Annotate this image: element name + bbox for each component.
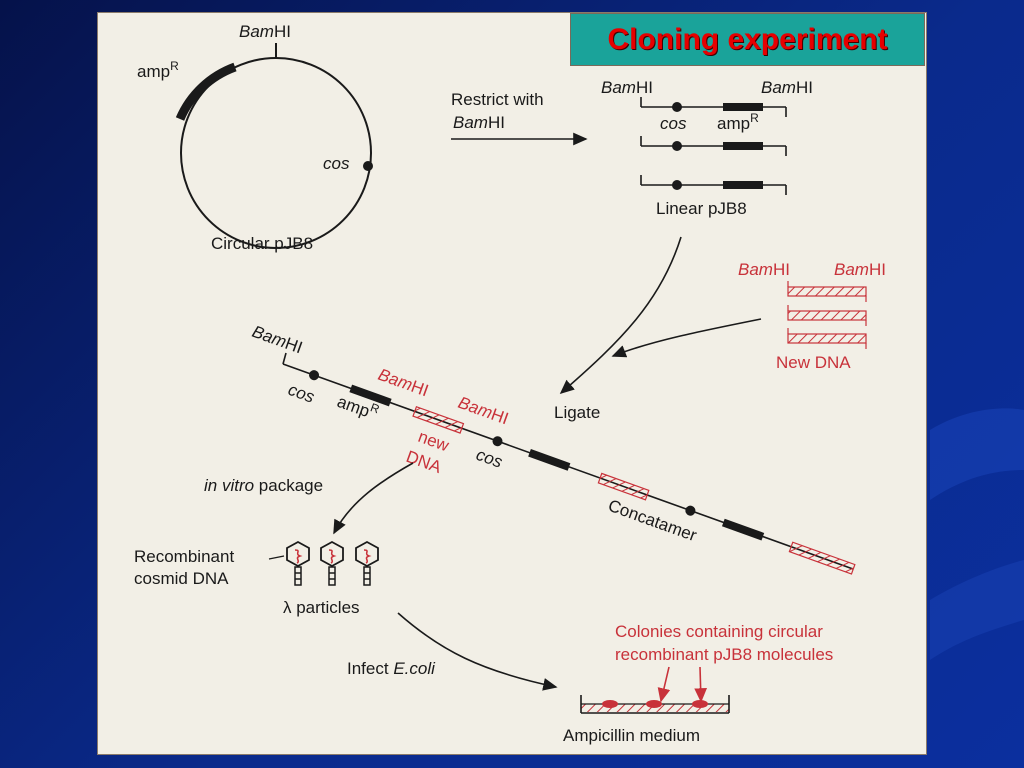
newdna-bamhi-left: BamHI [738, 260, 790, 279]
package-step: in vitro package [204, 462, 414, 535]
concatamer-newdna-1 [412, 405, 465, 434]
restrict-step: Restrict with BamHI [451, 90, 588, 146]
colonies-line2: recombinant pJB8 molecules [615, 645, 833, 664]
ligate-step: Ligate [554, 236, 762, 422]
slide-title-box: Cloning experiment [570, 13, 925, 66]
linear-strand-1 [640, 97, 787, 117]
new-dna-caption: New DNA [776, 353, 851, 372]
colony-3 [692, 700, 708, 708]
circle-bamhi-label: BamHI [239, 22, 291, 41]
amp-gene-marker [175, 62, 237, 121]
linear-caption: Linear pJB8 [656, 199, 747, 218]
concatamer-newdna-2 [597, 472, 650, 501]
concatamer-newdna-3 [788, 541, 856, 575]
ligate-label: Ligate [554, 403, 600, 422]
newdna-bamhi-right: BamHI [834, 260, 886, 279]
new-dna-fragment-1 [787, 281, 867, 302]
ampicillin-caption: Ampicillin medium [563, 726, 700, 745]
phage-particle-3 [355, 540, 379, 586]
concatamer-amp-1 [349, 384, 392, 407]
concatamer-cos-1 [309, 370, 320, 381]
linear-amp-label: ampR [717, 111, 759, 133]
new-dna-fragment-3 [787, 328, 867, 349]
infect-label: Infect E.coli [347, 659, 436, 678]
package-arrow [333, 462, 414, 535]
linear-bamhi-left: BamHI [601, 78, 653, 97]
recombinant-line2: cosmid DNA [134, 569, 229, 588]
colony-pointer-2 [694, 666, 708, 703]
cosmid-cloning-diagram: BamHI ampR cos Circular pJB8 Restrict wi… [134, 22, 886, 745]
colony-2 [646, 700, 662, 708]
new-dna-fragment-2 [787, 305, 867, 326]
colonies-line1: Colonies containing circular [615, 622, 823, 641]
lambda-particles: Recombinant cosmid DNA λ particles [134, 540, 379, 617]
new-dna-fragments: BamHI BamHI New DNA [738, 260, 886, 372]
infect-arrow [397, 612, 558, 691]
in-vitro-label: in vitro package [204, 476, 323, 495]
ampicillin-plate: Colonies containing circular recombinant… [563, 622, 833, 745]
phage-particle-2 [320, 540, 344, 586]
slide-title: Cloning experiment [607, 22, 888, 56]
linear-bamhi-right: BamHI [761, 78, 813, 97]
concatamer-caption: Concatamer [606, 496, 700, 545]
concatamer-cos-label-1: cos [286, 380, 318, 407]
concatamer-amp-3 [721, 518, 765, 541]
infect-step: Infect E.coli [347, 612, 558, 691]
linear-plasmids: BamHI BamHI cos ampR Linear pJB8 [601, 78, 813, 218]
linear-cos-label: cos [660, 114, 687, 133]
colony-1 [602, 700, 618, 708]
concatamer-cos-3 [685, 505, 696, 516]
circle-cos-label: cos [323, 154, 350, 173]
cos-site-dot [363, 161, 373, 171]
circular-plasmid: BamHI ampR cos Circular pJB8 [137, 22, 373, 253]
circular-caption: Circular pJB8 [211, 234, 313, 253]
recombinant-line1: Recombinant [134, 547, 234, 566]
linear-strand-2 [640, 136, 787, 156]
lambda-particles-label: λ particles [283, 598, 360, 617]
concatamer-bamhi-red-2: BamHI [456, 393, 511, 428]
circle-amp-label: ampR [137, 59, 179, 81]
concatamer-bamhi-left: BamHI [250, 322, 305, 357]
restrict-label-line1: Restrict with [451, 90, 544, 109]
figure-panel: BamHI ampR cos Circular pJB8 Restrict wi… [97, 12, 927, 755]
concatamer-amp-2 [528, 448, 571, 471]
ligate-arrow-from-linear [559, 236, 682, 395]
concatamer-cos-2 [492, 436, 503, 447]
concatamer: BamHI cos ampR BamHI BamHI new DNA cos C… [250, 322, 856, 575]
concatamer-bamhi-red-1: BamHI [376, 365, 431, 400]
colony-pointer-1 [657, 666, 671, 703]
restrict-label-line2: BamHI [453, 113, 505, 132]
linear-strand-3 [640, 175, 787, 195]
concatamer-cos-label-2: cos [474, 445, 506, 472]
ligate-arrow-from-newdna [611, 318, 762, 358]
phage-particle-1 [286, 540, 310, 586]
